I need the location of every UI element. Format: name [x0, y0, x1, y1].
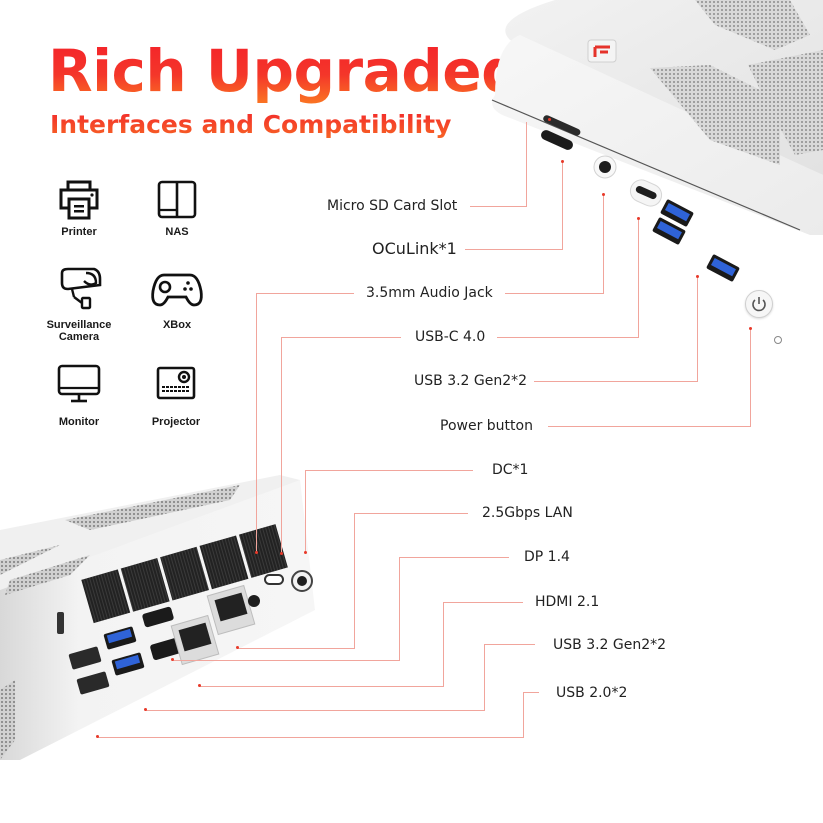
port-label-usb20: USB 2.0*2 [556, 685, 628, 701]
device-label: Monitor [58, 416, 100, 428]
mini-pc-front-illustration [491, 0, 823, 235]
port-label-audio-jack: 3.5mm Audio Jack [366, 285, 493, 301]
gamepad-icon [151, 273, 203, 307]
device-label: Projector [151, 416, 201, 428]
nas-icon [157, 180, 197, 219]
port-label-front-usb32: USB 3.2 Gen2*2 [414, 373, 528, 389]
mini-pc-rear-illustration [0, 475, 315, 760]
device-xbox: XBox [127, 271, 227, 331]
status-led [774, 336, 782, 344]
device-monitor: Monitor [29, 364, 129, 428]
device-projector: Projector [126, 366, 226, 428]
printer-icon [59, 180, 99, 220]
page-title: Rich Upgraded [48, 37, 523, 105]
port-label-dc: DC*1 [492, 462, 529, 478]
port-label-rear-usb32: USB 3.2 Gen2*2 [553, 637, 667, 653]
front-usb-ports [652, 217, 740, 282]
port-label-oculink: OCuLink*1 [372, 239, 457, 258]
device-label: Surveillance Camera [46, 319, 112, 343]
power-button[interactable] [745, 290, 773, 318]
device-printer: Printer [29, 180, 129, 238]
device-label: XBox [162, 319, 192, 331]
power-icon [752, 297, 766, 312]
port-label-hdmi: HDMI 2.1 [535, 594, 600, 610]
port-label-dp: DP 1.4 [524, 549, 570, 565]
device-surveillance-camera: Surveillance Camera [29, 267, 129, 343]
port-label-power-button: Power button [440, 418, 533, 434]
port-label-micro-sd: Micro SD Card Slot [327, 198, 458, 214]
device-label: NAS [165, 226, 189, 238]
device-label: Printer [61, 226, 97, 238]
port-label-lan: 2.5Gbps LAN [482, 505, 573, 521]
projector-icon [156, 366, 196, 400]
surveillance-camera-icon [60, 267, 102, 310]
device-nas: NAS [127, 180, 227, 238]
monitor-icon [57, 364, 101, 403]
page-subtitle: Interfaces and Compatibility [50, 110, 452, 139]
port-label-usb-c: USB-C 4.0 [415, 329, 486, 345]
